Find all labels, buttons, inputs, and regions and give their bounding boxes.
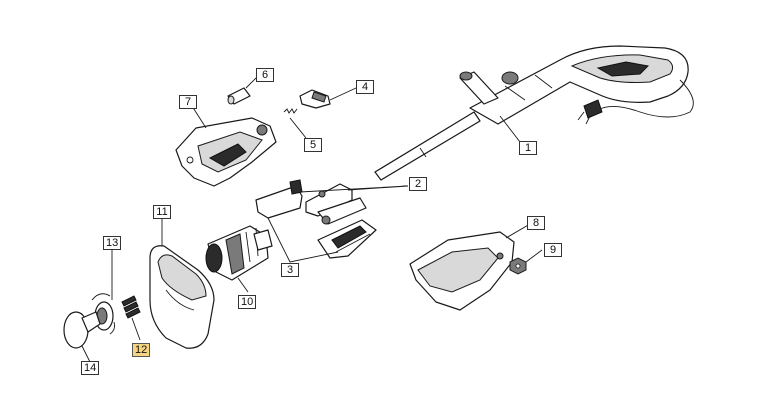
callout-14: 14 bbox=[81, 361, 100, 375]
part-3-plates bbox=[267, 217, 377, 263]
callout-9: 9 bbox=[544, 243, 562, 257]
callout-12: 12 bbox=[132, 343, 151, 357]
part-4-switch-lever bbox=[299, 87, 357, 109]
callout-10: 10 bbox=[238, 295, 257, 309]
callout-4: 4 bbox=[356, 80, 374, 94]
part-7-upper-housing bbox=[175, 105, 277, 187]
callout-1: 1 bbox=[519, 141, 537, 155]
part-6-pin bbox=[227, 77, 257, 105]
part-8-lower-cover bbox=[409, 223, 531, 311]
part-1-shaft-handle bbox=[374, 45, 694, 181]
part-11-guard bbox=[149, 218, 215, 349]
callout-6: 6 bbox=[256, 68, 274, 82]
part-9-nut bbox=[509, 249, 543, 275]
part-14-cap bbox=[63, 311, 101, 363]
callout-8: 8 bbox=[527, 216, 545, 230]
callout-3: 3 bbox=[281, 263, 299, 277]
part-2-clips bbox=[255, 179, 409, 225]
callout-7: 7 bbox=[179, 95, 197, 109]
part-12-spring bbox=[121, 295, 141, 341]
callout-11: 11 bbox=[153, 205, 171, 219]
part-10-motor bbox=[205, 225, 273, 293]
callout-13: 13 bbox=[103, 236, 122, 250]
callout-2: 2 bbox=[409, 177, 427, 191]
part-5-spring bbox=[283, 108, 307, 139]
callout-5: 5 bbox=[304, 138, 322, 152]
